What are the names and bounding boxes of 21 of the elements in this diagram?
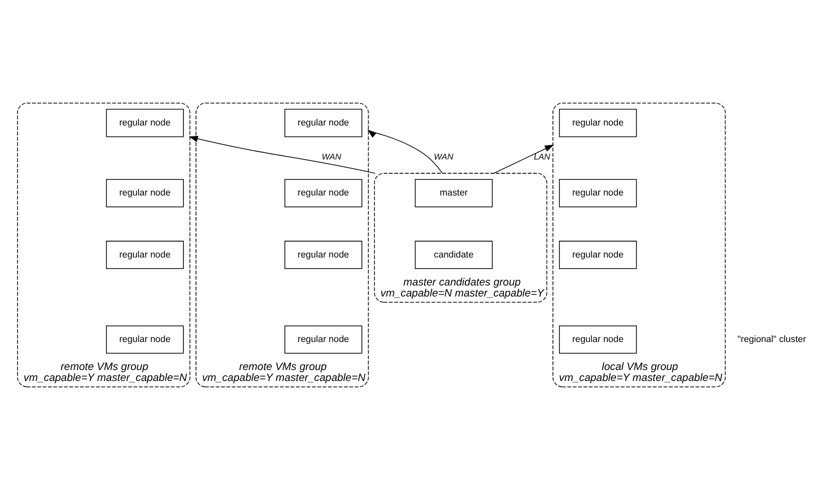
node-box: regular node: [106, 108, 184, 137]
node-box: regular node: [106, 324, 184, 354]
arrow: [188, 135, 376, 174]
node-box: regular node: [559, 324, 637, 354]
node-box: regular node: [559, 108, 637, 137]
label: "regional" cluster: [738, 333, 806, 344]
node-box: regular node: [284, 178, 362, 207]
node-box: regular node: [284, 108, 362, 137]
node-box: regular node: [284, 240, 362, 269]
edge-label: WAN: [434, 150, 454, 161]
node-box: regular node: [284, 324, 362, 354]
node-box: regular node: [559, 178, 637, 207]
arrow: [367, 129, 443, 174]
edge-label: LAN: [534, 150, 550, 161]
node-box: candidate: [414, 240, 493, 269]
node-box: regular node: [559, 240, 637, 269]
node-box: regular node: [106, 240, 184, 269]
arrow: [493, 144, 554, 174]
node-box: regular node: [106, 178, 184, 207]
edge-label: WAN: [322, 150, 342, 161]
node-box: master: [414, 178, 493, 207]
